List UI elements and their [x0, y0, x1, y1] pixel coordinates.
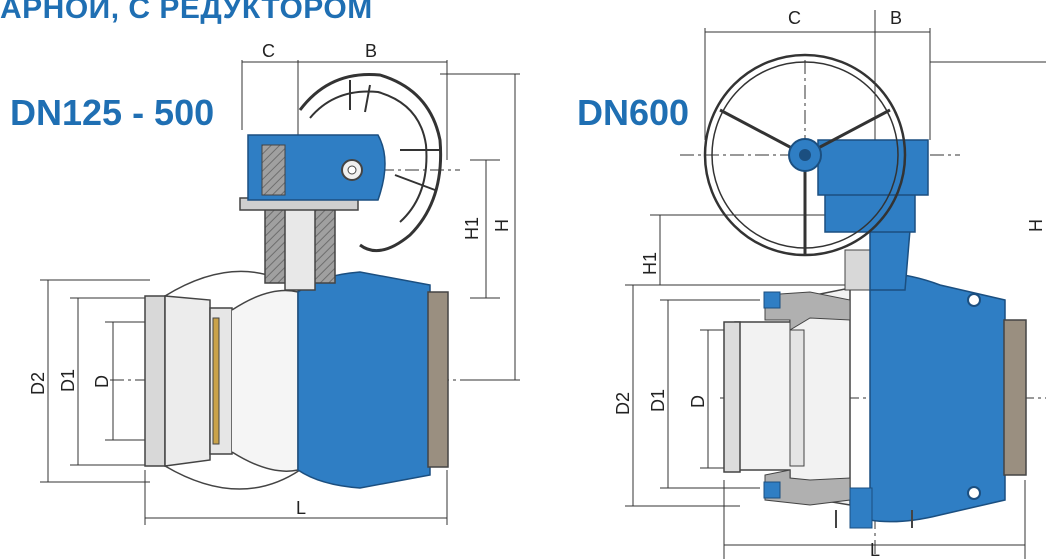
right-dim-h: H — [1026, 219, 1046, 232]
left-dim-d: D — [92, 375, 112, 388]
left-dim-c: C — [262, 41, 275, 61]
right-dim-b: B — [890, 8, 902, 28]
left-dim-l: L — [296, 498, 306, 518]
left-dim-h: H — [492, 219, 512, 232]
right-valve: C B H H1 D2 D1 D L — [613, 8, 1046, 559]
right-dim-c: C — [788, 8, 801, 28]
right-dim-d2: D2 — [613, 392, 633, 415]
right-dim-d1: D1 — [648, 389, 668, 412]
right-dim-l: L — [870, 540, 880, 559]
left-dim-d1: D1 — [58, 369, 78, 392]
left-dim-b: B — [365, 41, 377, 61]
left-dim-d2: D2 — [28, 372, 48, 395]
left-valve: C B H H1 D2 D1 D L — [28, 41, 520, 525]
left-heading: DN125 - 500 — [10, 92, 215, 133]
page-title: АРНОЙ, С РЕДУКТОРОМ — [0, 0, 373, 25]
left-dim-h1: H1 — [462, 217, 482, 240]
right-heading: DN600 — [577, 92, 690, 133]
right-dim-d: D — [688, 395, 708, 408]
right-dim-h1: H1 — [640, 252, 660, 275]
